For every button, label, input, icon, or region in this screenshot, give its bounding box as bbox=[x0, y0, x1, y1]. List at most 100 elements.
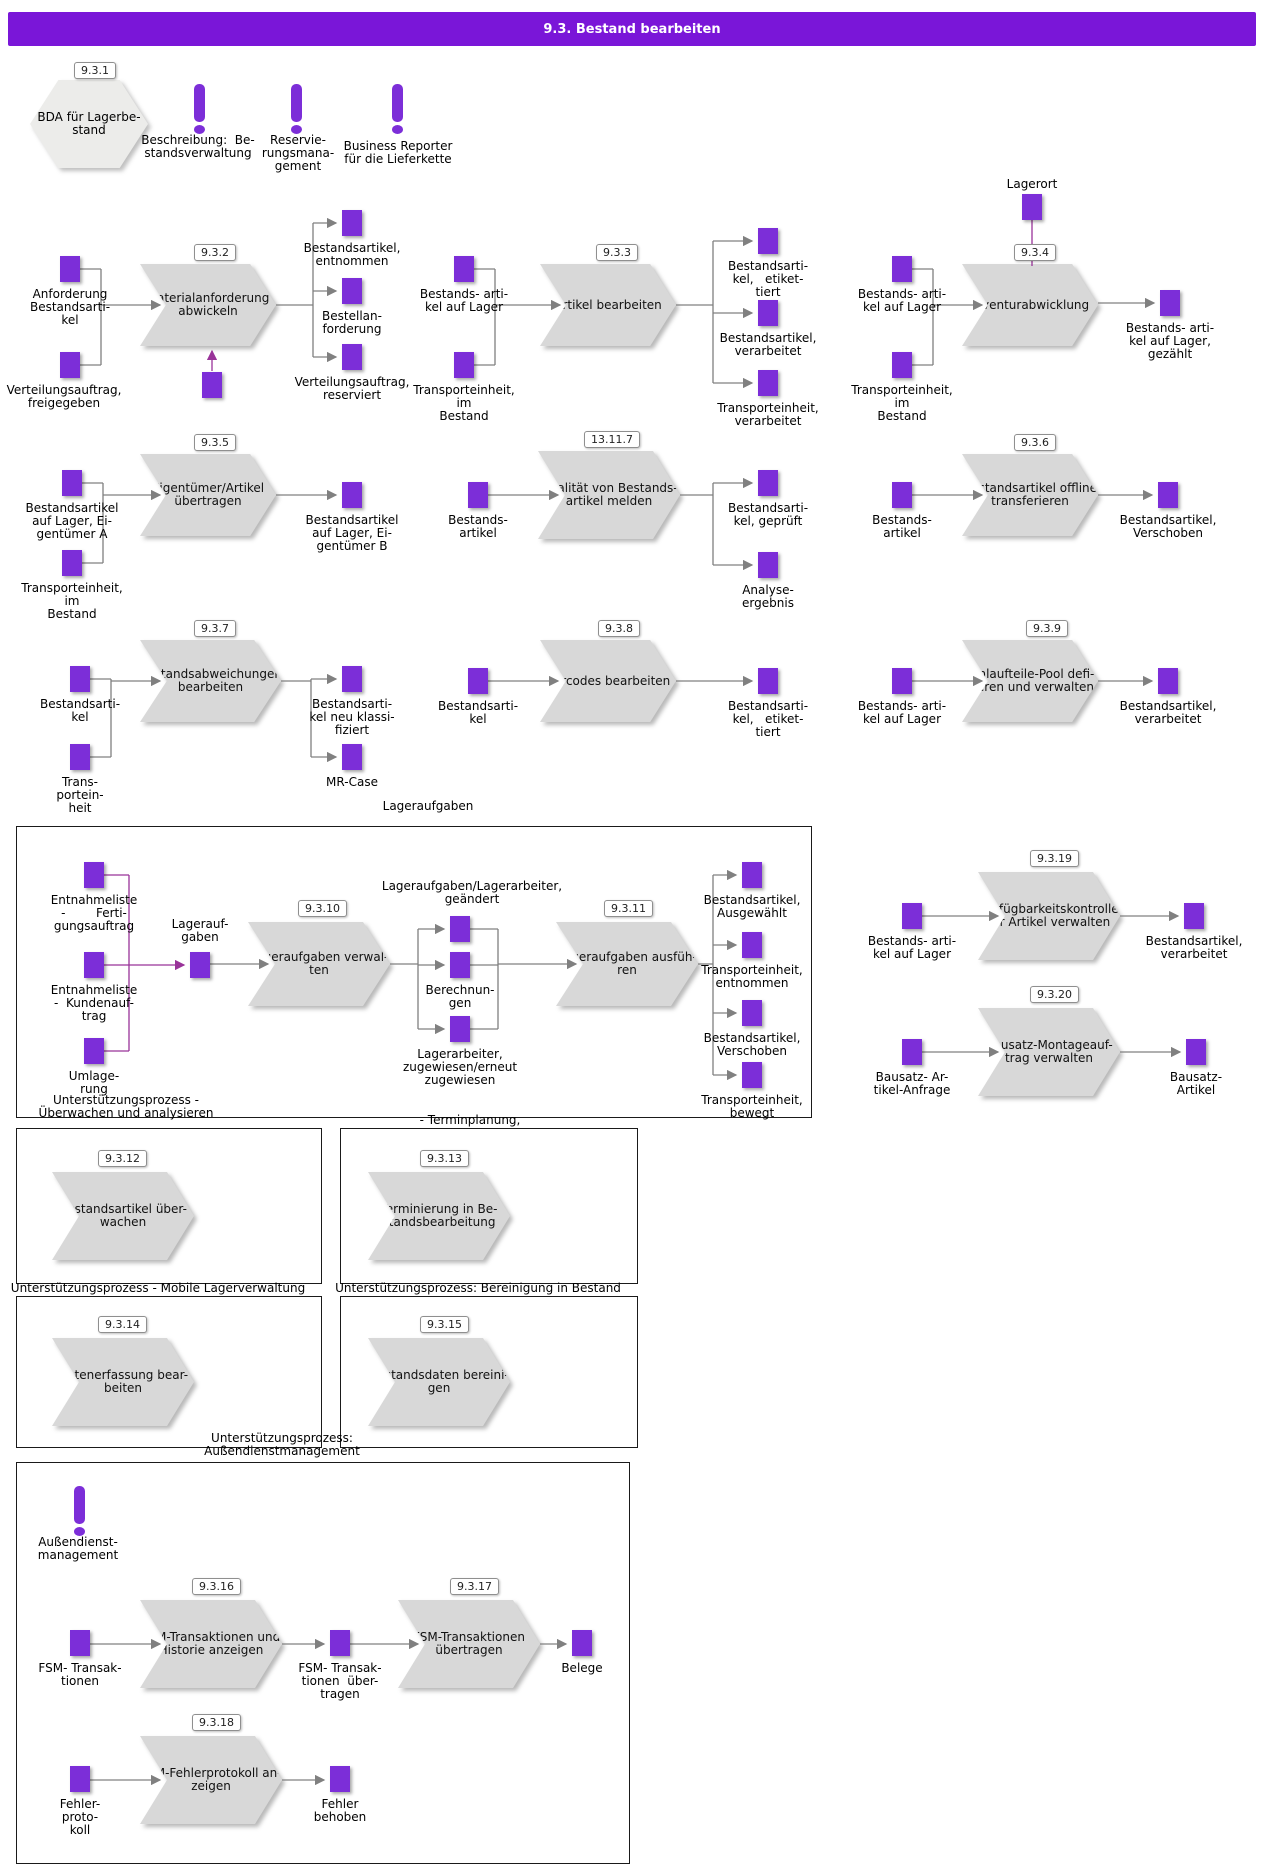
event-bestandsartikel-auf-lager-eigentuemer-a[interactable] bbox=[62, 470, 82, 496]
event-belege[interactable] bbox=[572, 1630, 592, 1656]
process-id-badge-9-3-6[interactable]: 9.3.6 bbox=[1014, 434, 1056, 451]
process-lageraufgaben-ausfuehren[interactable]: Lageraufgaben ausfüh-ren bbox=[556, 922, 698, 1006]
event-transporteinheit-bewegt[interactable] bbox=[742, 1062, 762, 1088]
process-id-badge-9-3-16[interactable]: 9.3.16 bbox=[192, 1578, 241, 1595]
hexagon-bda-fuer-lagerbestand[interactable]: BDA für Lagerbe-stand bbox=[30, 80, 148, 168]
process-id-badge-9-3-3[interactable]: 9.3.3 bbox=[596, 244, 638, 261]
event-bestandsartikel-geprueft[interactable] bbox=[758, 470, 778, 496]
event-bestandsartikel-auf-lager-939[interactable] bbox=[892, 668, 912, 694]
event-transporteinheit-im-bestand-935[interactable] bbox=[62, 550, 82, 576]
process-bestandsdaten-bereinigen[interactable]: Bestandsdaten bereini-gen bbox=[368, 1338, 510, 1426]
event-lageraufgaben-event[interactable] bbox=[190, 952, 210, 978]
process-inventurabwicklung[interactable]: Inventurabwicklung bbox=[962, 264, 1098, 346]
event-transporteinheit-im-bestand-934[interactable] bbox=[892, 352, 912, 378]
event-bestandsartikel-entnommen[interactable] bbox=[342, 210, 362, 236]
process-id-badge-9-3-18[interactable]: 9.3.18 bbox=[192, 1714, 241, 1731]
note-reservierungsmanagement-icon[interactable] bbox=[291, 84, 302, 134]
event-bestellanforderung[interactable] bbox=[342, 278, 362, 304]
event-fsm-transaktionen[interactable] bbox=[70, 1630, 90, 1656]
event-bestandsartikel-neu-klassifiziert[interactable] bbox=[342, 666, 362, 692]
process-id-badge-13-11-7[interactable]: 13.11.7 bbox=[584, 431, 640, 448]
process-artikel-bearbeiten[interactable]: Artikel bearbeiten bbox=[540, 264, 676, 346]
event-berechnungen[interactable] bbox=[450, 952, 470, 978]
process-id-badge-9-3-13[interactable]: 9.3.13 bbox=[420, 1150, 469, 1167]
process-id-badge-9-3-2[interactable]: 9.3.2 bbox=[194, 244, 236, 261]
process-bausatz-montageauftrag-verwalten[interactable]: Bausatz-Montageauf-trag verwalten bbox=[978, 1008, 1120, 1096]
event-bestandsartikel-13117[interactable] bbox=[468, 482, 488, 508]
event-transporteinheit-entnommen[interactable] bbox=[742, 932, 762, 958]
event-anforderung-bestandsartikel[interactable] bbox=[60, 256, 80, 282]
process-id-badge-9-3-20[interactable]: 9.3.20 bbox=[1030, 986, 1079, 1003]
process-id-badge-9-3-10[interactable]: 9.3.10 bbox=[298, 900, 347, 917]
process-id-badge-9-3-19[interactable]: 9.3.19 bbox=[1030, 850, 1079, 867]
process-bestandsartikel-ueberwachen[interactable]: Bestandsartikel über-wachen bbox=[52, 1172, 194, 1260]
event-transporteinheit-im-bestand-933[interactable] bbox=[454, 352, 474, 378]
note-beschreibung-bestandsverwaltung-icon[interactable] bbox=[194, 84, 205, 134]
event-bestandsartikel-auf-lager-9319[interactable] bbox=[902, 903, 922, 929]
note-aussendienstmanagement-icon[interactable] bbox=[74, 1486, 85, 1536]
process-id-badge-9-3-1[interactable]: 9.3.1 bbox=[74, 62, 116, 79]
event-bestandsartikel-auf-lager-933[interactable] bbox=[454, 256, 474, 282]
event-bausatz-artikel[interactable] bbox=[1186, 1039, 1206, 1065]
event-bestandsartikel-auf-lager-gezaehlt[interactable] bbox=[1160, 290, 1180, 316]
event-bestandsartikel-auf-lager-934[interactable] bbox=[892, 256, 912, 282]
process-id-badge-9-3-11[interactable]: 9.3.11 bbox=[604, 900, 653, 917]
text-line: Datenerfassung bear- bbox=[57, 1368, 189, 1382]
note-business-reporter-icon[interactable] bbox=[392, 84, 403, 134]
text-line: portein- bbox=[56, 788, 104, 802]
process-id-badge-9-3-9[interactable]: 9.3.9 bbox=[1026, 620, 1068, 637]
event-fsm-transaktionen-uebertragen-event[interactable] bbox=[330, 1630, 350, 1656]
event-umlagerung[interactable] bbox=[84, 1038, 104, 1064]
event-bestandsartikel-etikettiert-938[interactable] bbox=[758, 668, 778, 694]
process-barcodes-bearbeiten[interactable]: Barcodes bearbeiten bbox=[540, 640, 676, 722]
event-entnahmeliste-fertigungsauftrag[interactable] bbox=[84, 862, 104, 888]
event-bestandsartikel-936[interactable] bbox=[892, 482, 912, 508]
event-bestandsartikel-937[interactable] bbox=[70, 666, 90, 692]
event-verteilungsauftrag-reserviert[interactable] bbox=[342, 344, 362, 370]
event-mr-case[interactable] bbox=[342, 744, 362, 770]
event-lagerarbeiter-zugewiesen[interactable] bbox=[450, 1016, 470, 1042]
event-bestandsartikel-verarbeitet-9319[interactable] bbox=[1184, 903, 1204, 929]
event-bausatz-artikel-anfrage[interactable] bbox=[902, 1039, 922, 1065]
event-verteilungsauftrag-freigegeben[interactable] bbox=[60, 352, 80, 378]
text-line: Bestandsartikel, bbox=[303, 241, 401, 255]
process-id-badge-9-3-14[interactable]: 9.3.14 bbox=[98, 1316, 147, 1333]
event-input-unter-932[interactable] bbox=[202, 372, 222, 398]
process-id-badge-9-3-5[interactable]: 9.3.5 bbox=[194, 434, 236, 451]
process-umlaufteile-pool-definieren-und-verwalten[interactable]: Umlaufteile-Pool defi-nieren und verwalt… bbox=[962, 640, 1098, 722]
event-bestandsartikel-verarbeitet-933[interactable] bbox=[758, 300, 778, 326]
event-bestandsartikel-verschoben-9311[interactable] bbox=[742, 1000, 762, 1026]
process-id-badge-9-3-4[interactable]: 9.3.4 bbox=[1014, 244, 1056, 261]
event-analyseergebnis[interactable] bbox=[758, 552, 778, 578]
event-lageraufgaben-lagerarbeiter-geaendert[interactable] bbox=[450, 916, 470, 942]
event-fehlerprotokoll[interactable] bbox=[70, 1766, 90, 1792]
process-id-badge-9-3-15[interactable]: 9.3.15 bbox=[420, 1316, 469, 1333]
process-lageraufgaben-verwalten[interactable]: Lageraufgaben verwal-ten bbox=[248, 922, 390, 1006]
event-transporteinheit-verarbeitet-933[interactable] bbox=[758, 370, 778, 396]
event-entnahmeliste-kundenauftrag[interactable] bbox=[84, 952, 104, 978]
process-datenerfassung-bearbeiten[interactable]: Datenerfassung bear-beiten bbox=[52, 1338, 194, 1426]
process-terminierung-in-bestandsbearbeitung[interactable]: Terminierung in Be-standsbearbeitung bbox=[368, 1172, 510, 1260]
event-fehler-behoben[interactable] bbox=[330, 1766, 350, 1792]
event-bestandsartikel-ausgewaehlt[interactable] bbox=[742, 862, 762, 888]
process-fsm-fehlerprotokoll-anzeigen[interactable]: FSM-Fehlerprotokoll an-zeigen bbox=[140, 1736, 282, 1824]
process-id-badge-9-3-17[interactable]: 9.3.17 bbox=[450, 1578, 499, 1595]
event-bestandsartikel-938[interactable] bbox=[468, 668, 488, 694]
event-bestandsartikel-auf-lager-eigentuemer-b[interactable] bbox=[342, 482, 362, 508]
event-transporteinheit-937[interactable] bbox=[70, 744, 90, 770]
process-id-badge-9-3-12[interactable]: 9.3.12 bbox=[98, 1150, 147, 1167]
event-bestandsartikel-verschoben-936[interactable] bbox=[1158, 482, 1178, 508]
process-id-badge-9-3-8[interactable]: 9.3.8 bbox=[598, 620, 640, 637]
event-bestandsartikel-verarbeitet-939[interactable] bbox=[1158, 668, 1178, 694]
process-qualitaet-von-bestandsartikel-melden[interactable]: Qualität von Bestands-artikel melden bbox=[538, 451, 680, 539]
process-id-badge-9-3-7[interactable]: 9.3.7 bbox=[194, 620, 236, 637]
event-lagerort[interactable] bbox=[1022, 194, 1042, 220]
event-bestandsartikel-etikettiert-933[interactable] bbox=[758, 228, 778, 254]
